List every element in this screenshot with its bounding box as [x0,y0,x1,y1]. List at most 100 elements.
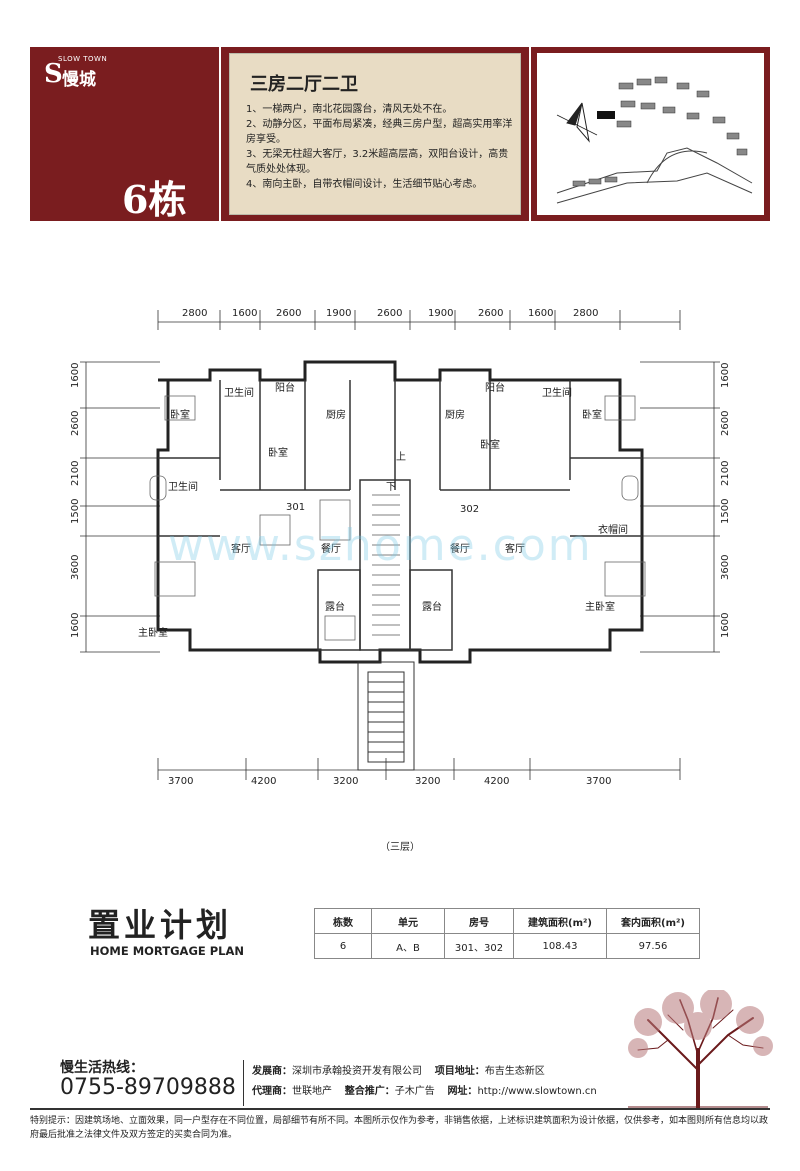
table-row: 6 A、B 301、302 108.43 97.56 [314,933,700,959]
brand-panel: SLOW TOWN S 慢城 6栋 [30,47,219,222]
agent-name: 世联地产 [292,1086,332,1097]
bottom-dim-label: 4200 [484,776,509,787]
room-label: 客厅 [231,542,251,555]
table-header: 单元 [371,908,445,934]
side-dim-label: 3600 [720,555,731,580]
bottom-dim-label: 3200 [415,776,440,787]
terrace-table-icon [324,615,356,641]
top-dim-label: 2600 [478,308,503,319]
footer-row: 代理商：世联地产 整合推广：子木广告 网址：http://www.slowtow… [252,1082,597,1102]
room-label: 客厅 [505,542,525,555]
logo-english: SLOW TOWN [58,55,108,63]
room-label: 厨房 [326,408,346,421]
bed-icon [604,395,636,421]
area-table: 栋数 单元 房号 建筑面积(m²) 套内面积(m²) 6 A、B 301、302… [314,908,700,959]
room-label: 卧室 [170,408,190,421]
site-map-panel [531,47,770,221]
room-label: 卧室 [582,408,602,421]
top-dim-label: 2800 [182,308,207,319]
room-label: 阳台 [275,381,295,394]
room-label: 卫生间 [168,480,198,493]
side-dim-label: 2600 [720,411,731,436]
bathtub-icon [149,475,167,501]
website-link[interactable]: http://www.slowtown.cn [477,1086,597,1097]
top-dim-label: 1900 [326,308,351,319]
watermark: www.szhome.com [168,520,593,571]
feature-item: 4、南向主卧，自带衣帽间设计，生活细节贴心考虑。 [246,179,483,190]
side-dim-label: 1600 [70,363,81,388]
room-label: 下 [386,482,396,493]
bed-icon [154,561,196,597]
project-address: 布吉生态新区 [484,1066,545,1077]
room-label: 露台 [422,600,442,613]
feature-item: 2、动静分区，平面布局紧凑，经典三房户型，超高实用率洋房享受。 [246,119,513,145]
unit-type-title: 三房二厅二卫 [250,74,358,95]
footer-rule [30,1108,770,1110]
room-label: 衣帽间 [598,523,628,536]
table-header-row: 栋数 单元 房号 建筑面积(m²) 套内面积(m²) [314,908,700,934]
website-label: 网址： [447,1086,478,1097]
dining-table-icon [319,499,351,541]
side-dim-label: 1500 [720,499,731,524]
side-dim-label: 2100 [70,461,81,486]
room-label: 餐厅 [321,542,341,555]
room-label: 卫生间 [224,386,254,399]
entrance-steps [357,661,415,771]
bed-icon [164,395,196,421]
floor-plan-drawing: 2800 1600 2600 1900 2600 1900 2600 1600 … [70,308,731,787]
feature-box: 三房二厅二卫 1、一梯两户，南北花园露台，清风无处不在。 2、动静分区，平面布局… [229,53,521,215]
promo-label: 整合推广： [344,1086,395,1097]
room-label: 主卧室 [585,600,615,613]
side-dim-label: 1500 [70,499,81,524]
bottom-dim-label: 3700 [586,776,611,787]
sofa-icon [259,514,291,546]
bed-icon [604,561,646,597]
footer-row: 发展商：深圳市承翰投资开发有限公司 项目地址：布吉生态新区 [252,1062,597,1082]
room-label: 露台 [325,600,345,613]
room-label: 餐厅 [450,542,470,555]
floor-plan: 2800 1600 2600 1900 2600 1900 2600 1600 … [50,290,750,810]
table-cell: A、B [371,933,445,959]
side-dim-label: 2100 [720,461,731,486]
building-number: 6栋 [122,177,187,222]
room-label: 卧室 [480,438,500,451]
agent-label: 代理商： [252,1086,292,1097]
top-dim-label: 2600 [377,308,402,319]
footer-divider [243,1060,244,1106]
disclaimer-text: 特别提示：因建筑场地、立面效果，同一户型存在不同位置，局部细节有所不同。本图所示… [30,1116,769,1140]
bathtub-icon [621,475,639,501]
side-dim-label: 2600 [70,411,81,436]
mortgage-title-en: HOME MORTGAGE PLAN [90,944,245,958]
bottom-dim-label: 4200 [251,776,276,787]
room-label: 卧室 [268,446,288,459]
side-dim-label: 1600 [720,363,731,388]
address-label: 项目地址： [434,1066,485,1077]
floor-label: （三层） [380,842,420,853]
footer-info: 发展商：深圳市承翰投资开发有限公司 项目地址：布吉生态新区 代理商：世联地产 整… [252,1062,597,1102]
bottom-dim-label: 3200 [333,776,358,787]
top-dim-label: 1600 [232,308,257,319]
bottom-dim-label: 3700 [168,776,193,787]
mortgage-title-cn: 置业计划 [88,906,233,944]
room-label: 上 [396,451,406,463]
feature-item: 3、无梁无柱超大客厅，3.2米超高层高，双阳台设计，高贵气质处处体现。 [246,149,509,175]
table-cell: 6 [314,933,372,959]
hotline-number[interactable]: 0755-89709888 [60,1075,236,1100]
site-map [537,53,764,215]
top-dim-label: 2600 [276,308,301,319]
table-header: 栋数 [314,908,372,934]
side-dim-label: 3600 [70,555,81,580]
north-arrow-icon [556,102,598,143]
table-cell: 301、302 [444,933,514,959]
tree-illustration [628,990,773,1108]
table-header: 房号 [444,908,514,934]
feature-panel: 三房二厅二卫 1、一梯两户，南北花园露台，清风无处不在。 2、动静分区，平面布局… [221,47,529,221]
logo-s-mark: S [44,59,63,89]
room-label: 主卧室 [138,626,168,639]
room-label: 阳台 [485,381,505,394]
side-dim-label: 1600 [70,613,81,638]
developer-label: 发展商： [252,1066,292,1077]
table-header: 套内面积(m²) [606,908,700,934]
table-cell: 108.43 [513,933,607,959]
feature-list: 1、一梯两户，南北花园露台，清风无处不在。 2、动静分区，平面布局紧凑，经典三房… [246,102,514,192]
